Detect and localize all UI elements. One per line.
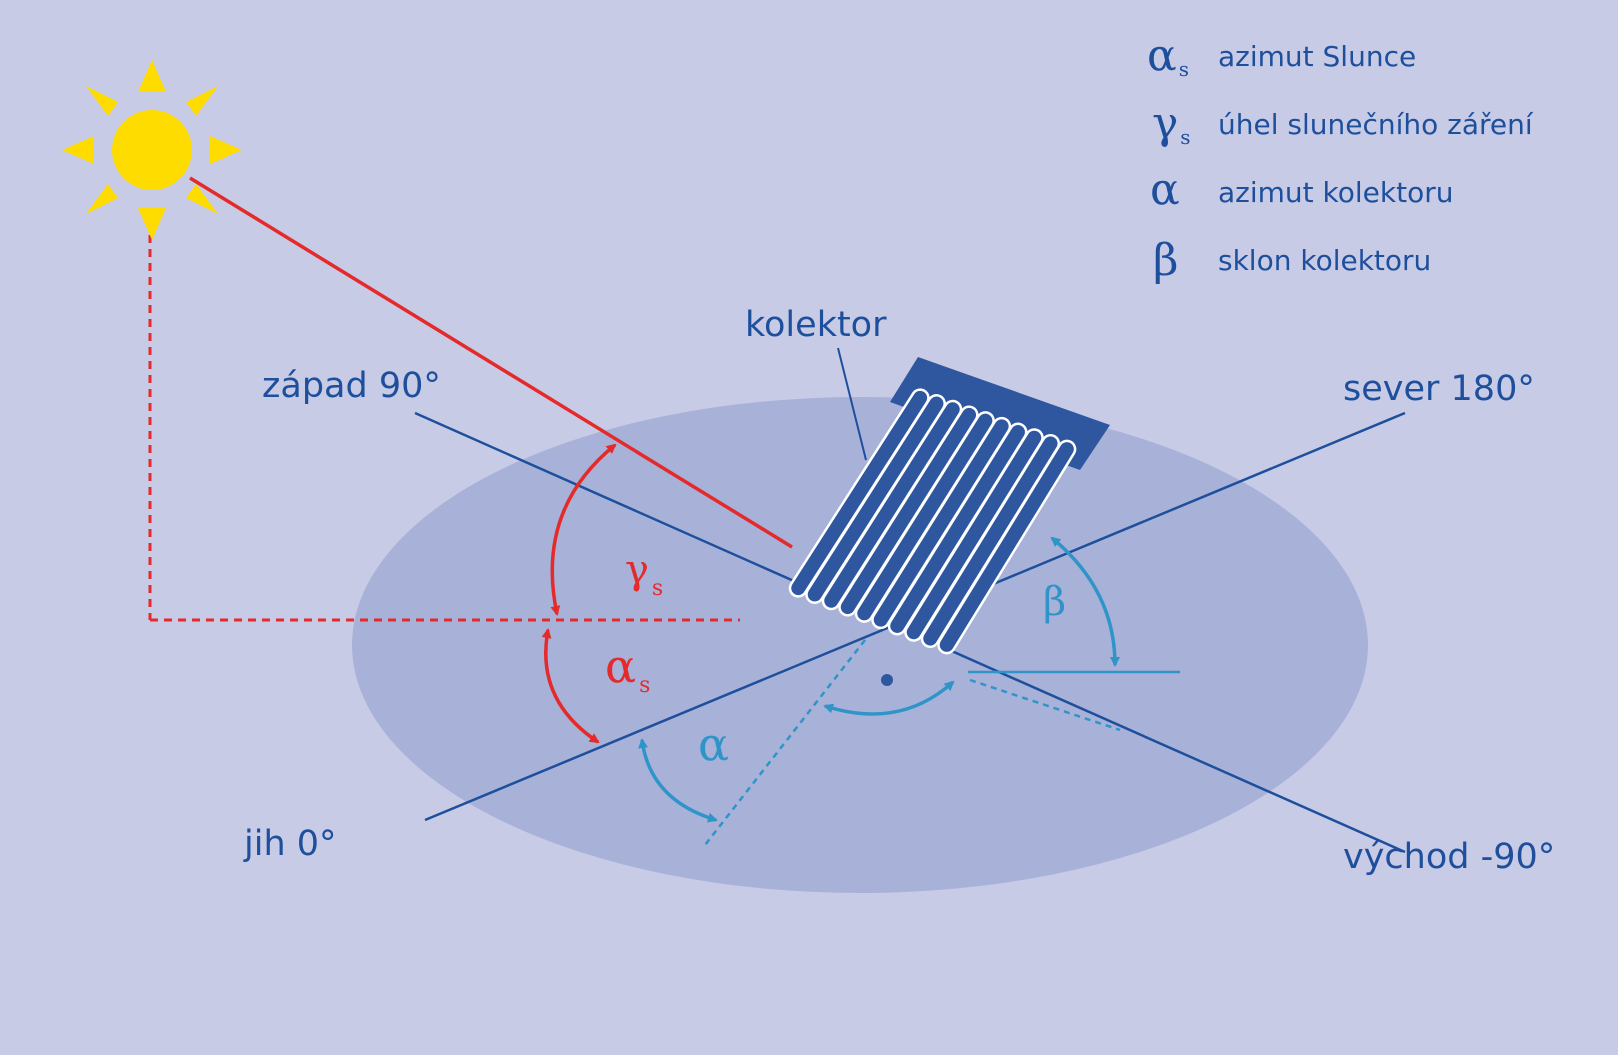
south-label: jih 0° — [243, 824, 337, 864]
collector-tube — [840, 407, 977, 615]
north-label: sever 180° — [1343, 369, 1535, 409]
solar-collector-icon — [788, 357, 1110, 655]
collector-tube — [824, 402, 960, 608]
collector-tube — [807, 396, 944, 602]
collector-tube — [791, 390, 928, 596]
sun-ray — [189, 176, 793, 549]
legend-item-alpha: α azimut kolektoru — [1150, 164, 1453, 215]
sun-icon — [62, 60, 242, 240]
svg-text:αs: αs — [1147, 30, 1189, 81]
gamma-s-arc — [550, 443, 617, 616]
collector-pointer-line — [837, 347, 867, 461]
svg-text:γs: γs — [1152, 98, 1191, 149]
svg-text:α: α — [1150, 164, 1180, 215]
collector-tube — [939, 442, 1074, 652]
collector-tube — [857, 413, 993, 621]
collector-tube — [923, 436, 1058, 646]
collector-label: kolektor — [745, 305, 887, 345]
beta-label: β — [1043, 579, 1066, 625]
svg-text:β: β — [1153, 235, 1178, 286]
ground-ellipse — [352, 397, 1368, 893]
collector-tube — [890, 425, 1025, 633]
east-label: východ -90° — [1343, 837, 1555, 877]
legend-item-beta: β sklon kolektoru — [1153, 235, 1431, 286]
legend-text: azimut kolektoru — [1218, 176, 1453, 209]
tilt-reference-dashed — [969, 678, 1121, 732]
alpha-arc — [638, 738, 718, 823]
collector-tubes — [788, 388, 1077, 655]
collector-tube — [906, 430, 1042, 640]
legend-text: azimut Slunce — [1218, 40, 1416, 73]
right-angle-arc — [823, 680, 955, 716]
legend-text: úhel slunečního záření — [1218, 108, 1534, 141]
right-angle-dot — [881, 674, 893, 686]
alpha-s-arc — [541, 628, 600, 744]
west-label: západ 90° — [262, 366, 441, 406]
alpha-label: α — [698, 717, 729, 771]
beta-arc — [1050, 536, 1120, 667]
collector-tube — [873, 419, 1009, 627]
legend-text: sklon kolektoru — [1218, 244, 1431, 277]
